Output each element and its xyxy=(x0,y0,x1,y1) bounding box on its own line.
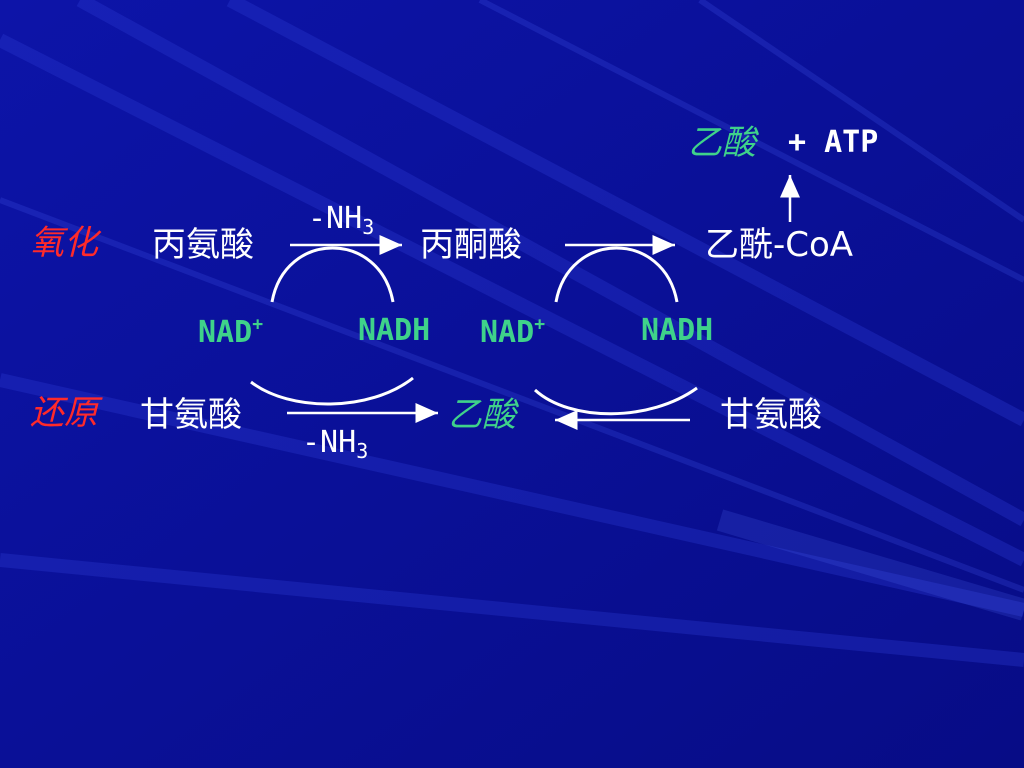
nadh-2: NADH xyxy=(641,313,714,348)
nad-1: NAD+ xyxy=(198,314,264,350)
reduction-arc-1 xyxy=(250,376,414,406)
nad-2: NAD+ xyxy=(480,314,546,350)
alanine: 丙氨酸 xyxy=(152,225,254,265)
reduction-label: 还原 xyxy=(30,393,98,433)
acetyl-coa: 乙酰-CoA xyxy=(705,225,854,265)
reduction-arc-2 xyxy=(533,386,698,416)
oxidation-label: 氧化 xyxy=(30,223,98,263)
glycine-left: 甘氨酸 xyxy=(140,395,242,435)
nad-arc-1 xyxy=(270,246,395,303)
nad-arc-2 xyxy=(554,246,679,303)
plus-atp: + ATP xyxy=(788,125,879,160)
pyruvate: 丙酮酸 xyxy=(420,225,522,265)
acetic-acid-top: 乙酸 xyxy=(688,123,756,163)
deamination-label-top: -NH3 xyxy=(308,201,375,239)
deamination-label-bottom: -NH3 xyxy=(302,425,369,463)
glycine-right: 甘氨酸 xyxy=(720,395,822,435)
nadh-1: NADH xyxy=(358,313,431,348)
acetic-acid-bottom: 乙酸 xyxy=(448,395,516,435)
